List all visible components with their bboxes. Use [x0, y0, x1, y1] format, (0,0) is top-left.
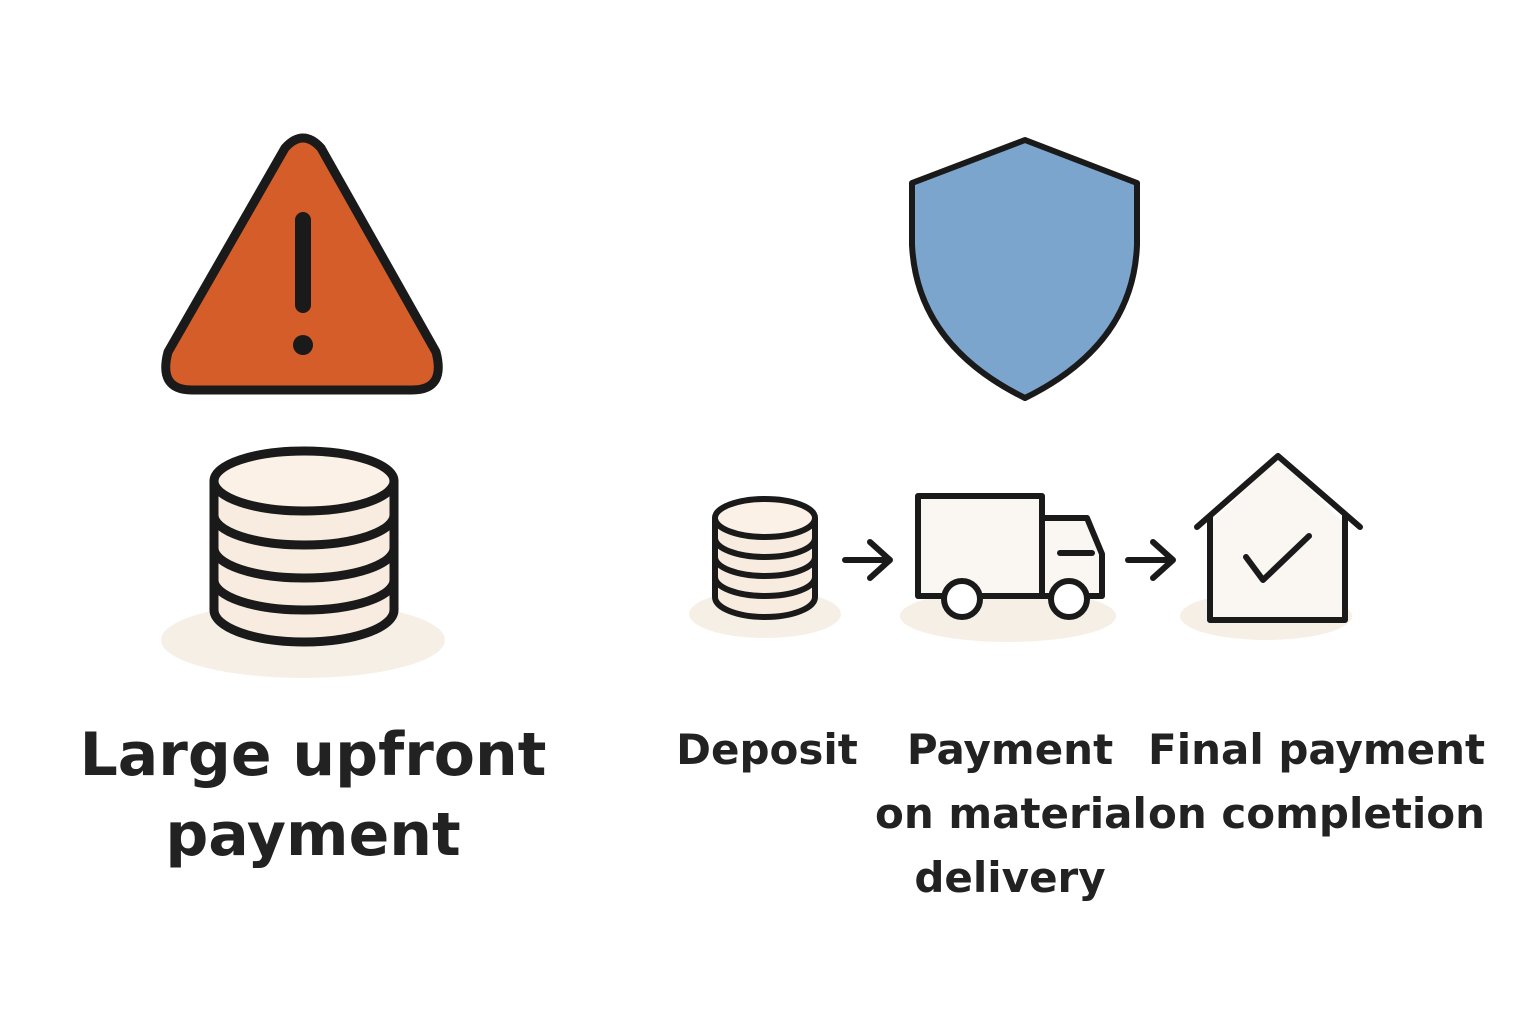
step-delivery-label-line-3: delivery [914, 853, 1106, 902]
risky-option-label: Large upfront payment [63, 715, 563, 875]
shield-icon [909, 137, 1140, 401]
step-deposit-label-line-1: Deposit [676, 725, 858, 774]
delivery-truck-icon [900, 493, 1116, 642]
step-completion-label: Final payment on completion [1148, 718, 1486, 846]
step-completion-label-line-2: on completion [1148, 789, 1486, 838]
step-deposit-label: Deposit [667, 718, 867, 782]
risky-option-label-line-1: Large upfront [79, 720, 547, 790]
arrow-right-icon [1125, 539, 1176, 581]
step-completion-label-line-1: Final payment [1148, 725, 1486, 774]
step-delivery-label: Payment on material delivery [875, 718, 1147, 910]
coin-stack-icon [689, 496, 841, 638]
risky-option-label-line-2: payment [165, 800, 461, 870]
arrow-right-icon [842, 539, 893, 581]
coin-stack-icon [161, 446, 445, 678]
step-delivery-label-line-1: Payment [906, 725, 1114, 774]
warning-triangle-icon [161, 133, 443, 395]
step-delivery-label-line-2: on material [875, 789, 1147, 838]
house-check-icon [1180, 453, 1363, 640]
